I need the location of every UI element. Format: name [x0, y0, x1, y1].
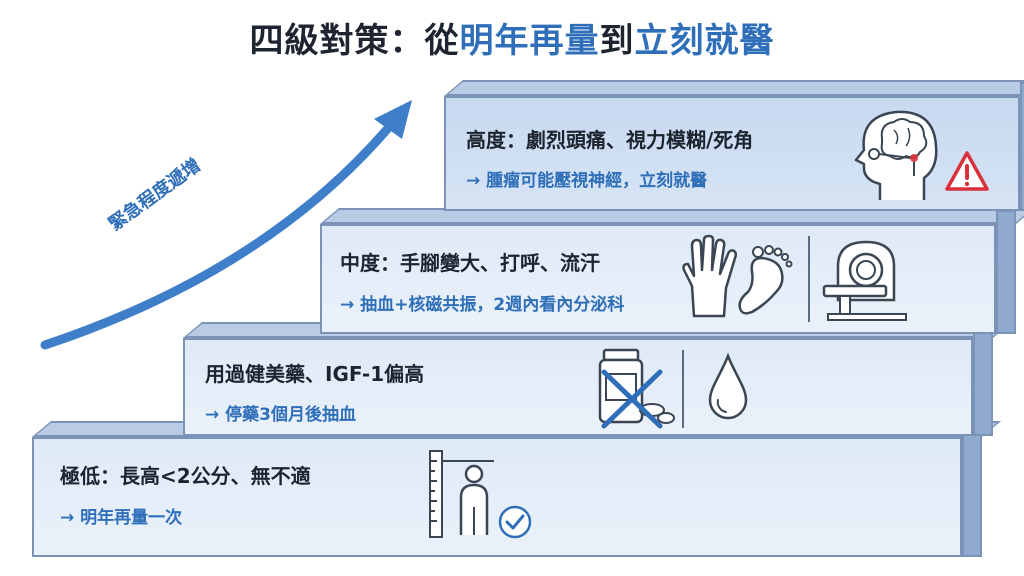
title-part-1: 四級對策：從: [249, 21, 460, 61]
title-part-2: 明年再量: [459, 21, 600, 61]
level-3-separator: [808, 236, 810, 322]
title-part-3: 到: [599, 21, 635, 61]
level-2-action: → 停藥3個月後抽血: [205, 405, 356, 425]
level-3-action: → 抽血+核磁共振，2週內看內分泌科: [340, 295, 625, 315]
level-1-step: [32, 421, 1002, 557]
brain-head-icon: [854, 110, 938, 200]
mri-scanner-icon: [822, 240, 907, 321]
height-measure-icon: [429, 450, 494, 538]
level-4-heading: 高度：劇烈頭痛、視力模糊/死角: [466, 128, 754, 152]
level-2-heading: 用過健美藥、IGF-1偏高: [205, 362, 425, 386]
urgency-arrow-icon: [40, 100, 412, 350]
foot-icon: [738, 245, 793, 315]
level-4-action: → 腫瘤可能壓視神經，立刻就醫: [466, 171, 708, 191]
blood-drop-icon: [708, 352, 748, 420]
check-circle-icon: [498, 505, 532, 539]
warning-icon: [945, 151, 989, 191]
crossed-out-pill-bottle-icon: [598, 348, 675, 429]
level-1-action: → 明年再量一次: [60, 508, 183, 528]
level-2-step: [183, 322, 1013, 436]
page-title: 四級對策：從明年再量到立刻就醫: [0, 16, 1024, 66]
level-2-separator: [682, 350, 684, 428]
hand-icon: [682, 234, 738, 318]
level-3-heading: 中度：手腳變大、打呼、流汗: [340, 251, 600, 275]
title-part-4: 立刻就醫: [634, 21, 775, 61]
level-1-heading: 極低：長高<2公分、無不適: [60, 464, 311, 488]
